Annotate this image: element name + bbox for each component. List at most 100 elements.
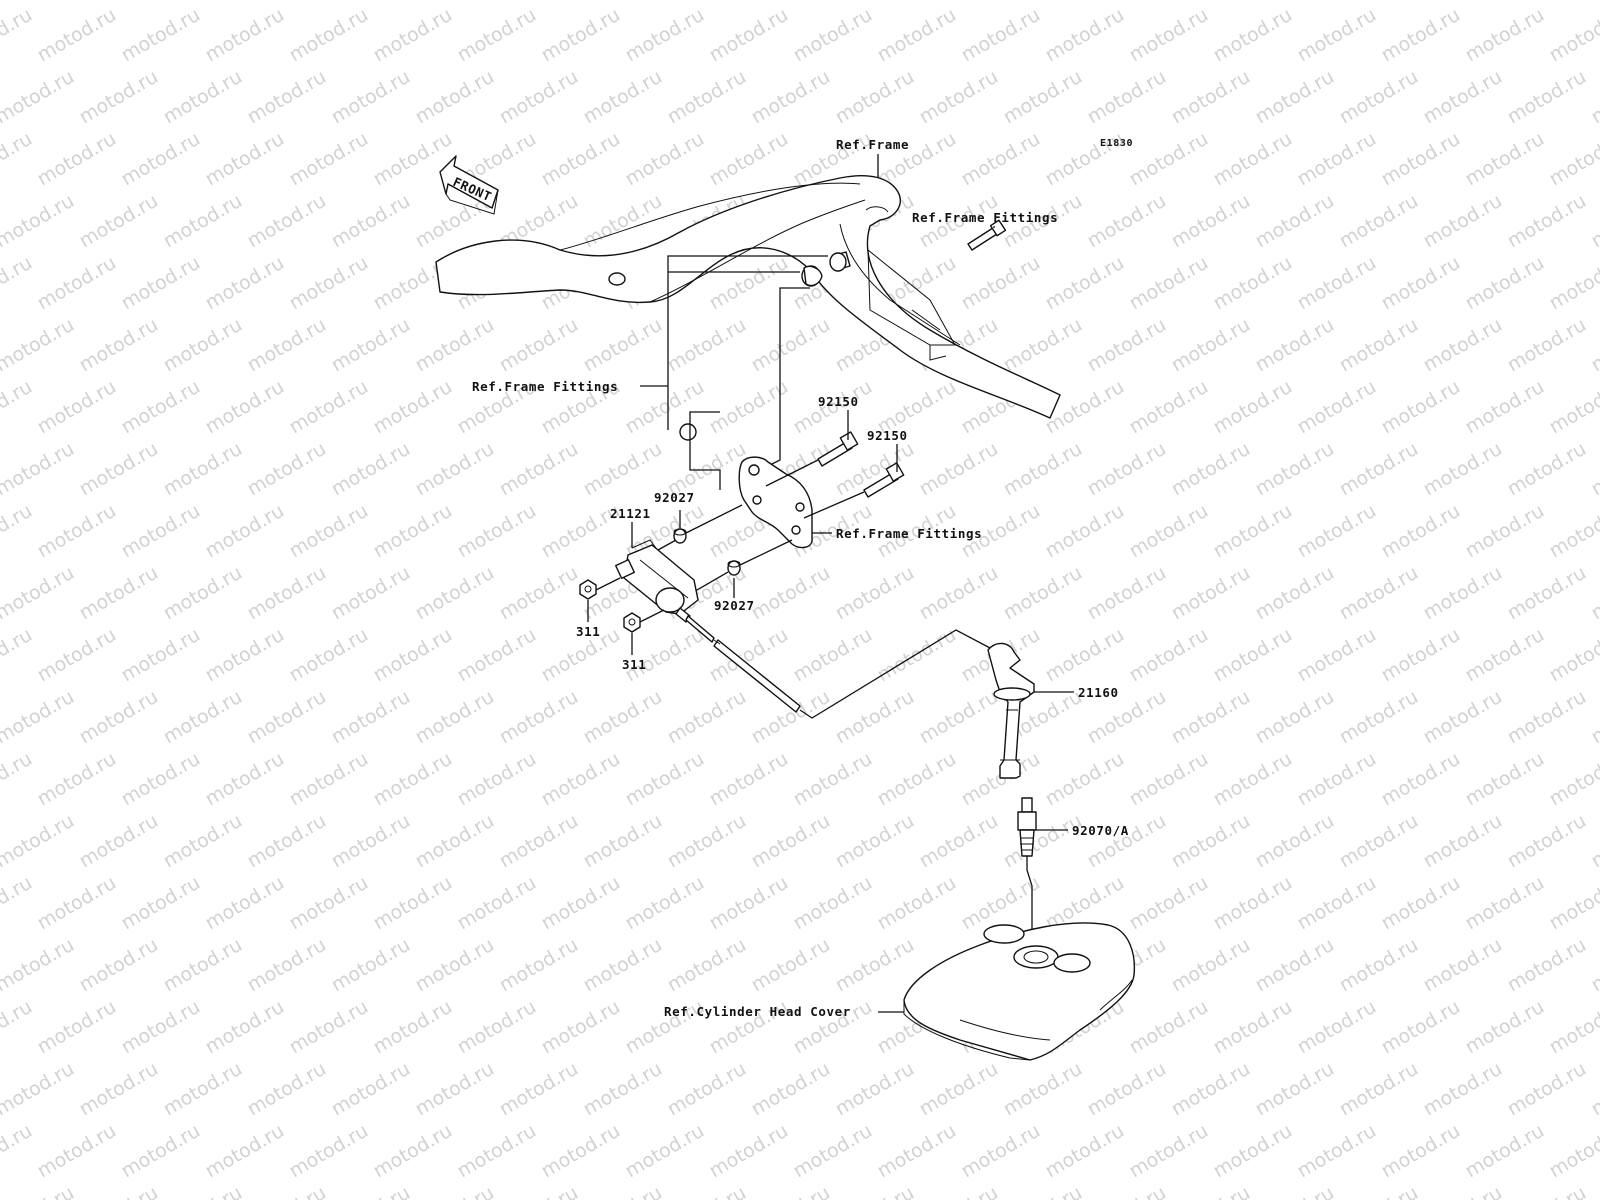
watermark-text: motod.ru bbox=[1504, 314, 1590, 377]
watermark-text: motod.ru bbox=[706, 624, 792, 687]
watermark-text: motod.ru bbox=[328, 190, 414, 253]
watermark-text: motod.ru bbox=[244, 1058, 330, 1121]
watermark-text: motod.ru bbox=[286, 4, 372, 67]
watermark-text: motod.ru bbox=[832, 0, 918, 4]
watermark-text: motod.ru bbox=[1462, 872, 1548, 935]
watermark-text: motod.ru bbox=[0, 0, 78, 4]
watermark-text: motod.ru bbox=[286, 872, 372, 935]
watermark-text: motod.ru bbox=[1420, 0, 1506, 4]
watermark-text: motod.ru bbox=[1294, 748, 1380, 811]
watermark-text: motod.ru bbox=[1546, 748, 1600, 811]
watermark-text: motod.ru bbox=[202, 4, 288, 67]
watermark-text: motod.ru bbox=[1378, 996, 1464, 1059]
watermark-text: motod.ru bbox=[328, 66, 414, 129]
watermark-text: motod.ru bbox=[0, 190, 78, 253]
watermark-text: motod.ru bbox=[790, 872, 876, 935]
watermark-text: motod.ru bbox=[748, 562, 834, 625]
watermark-text: motod.ru bbox=[1294, 1120, 1380, 1183]
watermark-text: motod.ru bbox=[1084, 562, 1170, 625]
watermark-text: motod.ru bbox=[1588, 562, 1600, 625]
watermark-text: motod.ru bbox=[1210, 624, 1296, 687]
watermark-text: motod.ru bbox=[370, 872, 456, 935]
watermark-text: motod.ru bbox=[1546, 500, 1600, 563]
watermark-text: motod.ru bbox=[748, 66, 834, 129]
watermark-text: motod.ru bbox=[1084, 1058, 1170, 1121]
watermark-text: motod.ru bbox=[76, 686, 162, 749]
watermark-text: motod.ru bbox=[1084, 438, 1170, 501]
watermark-text: motod.ru bbox=[622, 1120, 708, 1183]
watermark-text: motod.ru bbox=[202, 376, 288, 439]
watermark-text: motod.ru bbox=[118, 128, 204, 191]
watermark-text: motod.ru bbox=[1126, 872, 1212, 935]
watermark-text: motod.ru bbox=[1000, 562, 1086, 625]
watermark-text: motod.ru bbox=[160, 0, 246, 4]
watermark-text: motod.ru bbox=[76, 1058, 162, 1121]
watermark-text: motod.ru bbox=[1000, 810, 1086, 873]
watermark-text: motod.ru bbox=[832, 1182, 918, 1200]
watermark-text: motod.ru bbox=[0, 562, 78, 625]
watermark-text: motod.ru bbox=[0, 314, 78, 377]
watermark-text: motod.ru bbox=[286, 128, 372, 191]
watermark-text: motod.ru bbox=[76, 314, 162, 377]
watermark-text: motod.ru bbox=[1294, 128, 1380, 191]
watermark-text: motod.ru bbox=[1126, 996, 1212, 1059]
watermark-text: motod.ru bbox=[286, 748, 372, 811]
watermark-text: motod.ru bbox=[244, 0, 330, 4]
watermark-text: motod.ru bbox=[1294, 624, 1380, 687]
watermark-text: motod.ru bbox=[1546, 252, 1600, 315]
watermark-text: motod.ru bbox=[1462, 500, 1548, 563]
watermark-text: motod.ru bbox=[790, 4, 876, 67]
watermark-text: motod.ru bbox=[832, 562, 918, 625]
watermark-text: motod.ru bbox=[1000, 1058, 1086, 1121]
watermark-text: motod.ru bbox=[1252, 66, 1338, 129]
watermark-text: motod.ru bbox=[832, 66, 918, 129]
watermark-text: motod.ru bbox=[34, 1120, 120, 1183]
watermark-text: motod.ru bbox=[874, 1120, 960, 1183]
watermark-text: motod.ru bbox=[1546, 4, 1600, 67]
watermark-text: motod.ru bbox=[1462, 624, 1548, 687]
bolt-92150-upper bbox=[817, 431, 859, 467]
watermark-text: motod.ru bbox=[748, 686, 834, 749]
part-number-92150-lower: 92150 bbox=[867, 428, 908, 443]
watermark-text: motod.ru bbox=[454, 1120, 540, 1183]
watermark-text: motod.ru bbox=[1588, 686, 1600, 749]
watermark-text: motod.ru bbox=[160, 934, 246, 997]
watermark-text: motod.ru bbox=[1168, 810, 1254, 873]
watermark-text: motod.ru bbox=[1504, 810, 1590, 873]
watermark-text: motod.ru bbox=[454, 4, 540, 67]
watermark-text: motod.ru bbox=[1588, 1182, 1600, 1200]
watermark-text: motod.ru bbox=[916, 1182, 1002, 1200]
watermark-text: motod.ru bbox=[118, 4, 204, 67]
watermark-text: motod.ru bbox=[1462, 252, 1548, 315]
watermark-text: motod.ru bbox=[1126, 500, 1212, 563]
watermark-text: motod.ru bbox=[34, 128, 120, 191]
watermark-text: motod.ru bbox=[1168, 1182, 1254, 1200]
watermark-text: motod.ru bbox=[0, 748, 36, 811]
watermark-text: motod.ru bbox=[454, 624, 540, 687]
watermark-text: motod.ru bbox=[790, 1120, 876, 1183]
watermark-text: motod.ru bbox=[1462, 376, 1548, 439]
watermark-text: motod.ru bbox=[748, 810, 834, 873]
watermark-text: motod.ru bbox=[538, 4, 624, 67]
watermark-text: motod.ru bbox=[916, 0, 1002, 4]
watermark-text: motod.ru bbox=[1210, 376, 1296, 439]
watermark-text: motod.ru bbox=[1588, 438, 1600, 501]
watermark-text: motod.ru bbox=[580, 1058, 666, 1121]
watermark-text: motod.ru bbox=[622, 4, 708, 67]
watermark-text: motod.ru bbox=[1042, 624, 1128, 687]
watermark-text: motod.ru bbox=[1462, 1120, 1548, 1183]
watermark-text: motod.ru bbox=[958, 4, 1044, 67]
watermark-text: motod.ru bbox=[1042, 4, 1128, 67]
watermark-text: motod.ru bbox=[244, 190, 330, 253]
watermark-text: motod.ru bbox=[0, 996, 36, 1059]
watermark-text: motod.ru bbox=[1000, 438, 1086, 501]
watermark-text: motod.ru bbox=[1126, 1120, 1212, 1183]
watermark-text: motod.ru bbox=[1378, 252, 1464, 315]
watermark-text: motod.ru bbox=[1210, 872, 1296, 935]
watermark-text: motod.ru bbox=[1168, 0, 1254, 4]
watermark-text: motod.ru bbox=[1252, 934, 1338, 997]
watermark-text: motod.ru bbox=[1420, 1058, 1506, 1121]
watermark-text: motod.ru bbox=[1420, 190, 1506, 253]
watermark-text: motod.ru bbox=[286, 1120, 372, 1183]
watermark-text: motod.ru bbox=[328, 562, 414, 625]
